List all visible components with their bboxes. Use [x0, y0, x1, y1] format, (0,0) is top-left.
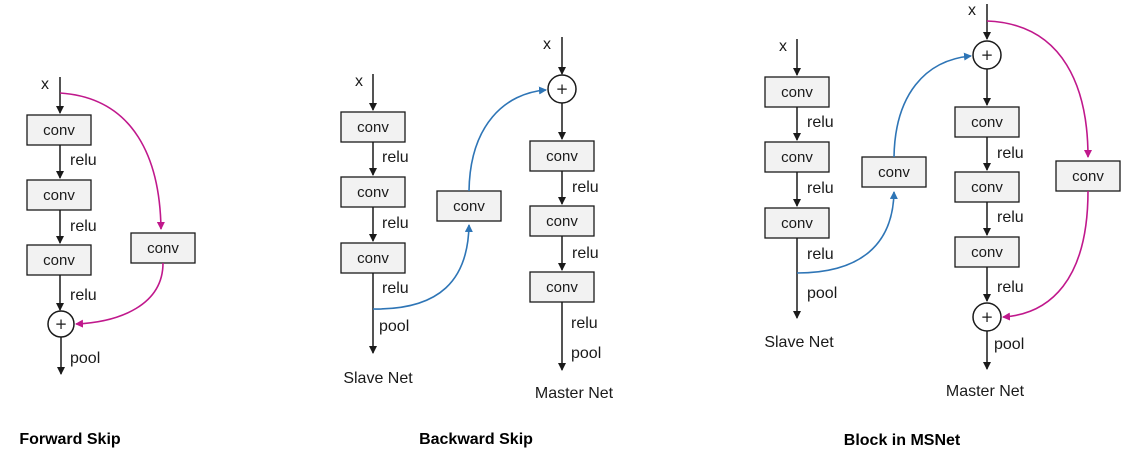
conv-label: conv — [971, 114, 1003, 131]
input-x-label: x — [968, 2, 976, 19]
conv-layer — [529, 205, 595, 237]
forward-skip-panel: x conv relu conv relu conv relu + pool c… — [19, 76, 196, 448]
conv-layer — [954, 106, 1020, 138]
panel-title: Forward Skip — [19, 431, 121, 448]
conv-label: conv — [546, 279, 578, 296]
pool-label: pool — [807, 285, 837, 302]
slave-net-caption: Slave Net — [764, 334, 834, 351]
master-net-caption: Master Net — [946, 383, 1025, 400]
master-net-caption: Master Net — [535, 385, 614, 402]
conv-label: conv — [357, 250, 389, 267]
relu-label: relu — [70, 152, 97, 169]
conv-label: conv — [878, 164, 910, 181]
pool-label: pool — [379, 318, 409, 335]
conv-layer — [954, 236, 1020, 268]
conv-label: conv — [147, 240, 179, 257]
relu-label: relu — [997, 145, 1024, 162]
forward-skip-arrow — [75, 262, 164, 328]
input-x-label: x — [355, 73, 363, 90]
conv-label: conv — [357, 119, 389, 136]
slave-net-caption: Slave Net — [343, 370, 413, 387]
plus-symbol: + — [981, 46, 994, 64]
pool-label: pool — [70, 350, 100, 367]
relu-label: relu — [70, 287, 97, 304]
conv-label: conv — [43, 252, 75, 269]
relu-label: relu — [70, 218, 97, 235]
conv-label: conv — [453, 198, 485, 215]
backward-skip-arrow — [893, 52, 972, 158]
conv-label: conv — [781, 215, 813, 232]
backward-skip-arrow — [468, 86, 547, 192]
relu-label: relu — [572, 245, 599, 262]
conv-layer — [340, 111, 406, 143]
relu-label: relu — [382, 215, 409, 232]
relu-label: relu — [571, 315, 598, 332]
conv-layer — [340, 242, 406, 274]
conv-layer — [26, 244, 92, 276]
conv-label: conv — [43, 187, 75, 204]
input-x-label: x — [41, 76, 49, 93]
msnet-block-panel: x conv relu conv relu conv relu pool Sla… — [764, 2, 1121, 449]
conv-label: conv — [546, 213, 578, 230]
skip-conv-layer — [1055, 160, 1121, 192]
conv-label: conv — [971, 179, 1003, 196]
backward-skip-panel: x conv relu conv relu conv relu pool Sla… — [340, 36, 614, 448]
conv-label: conv — [781, 84, 813, 101]
conv-layer — [529, 271, 595, 303]
forward-skip-arrow — [1002, 190, 1089, 321]
conv-layer — [26, 179, 92, 211]
panel-title: Backward Skip — [419, 431, 533, 448]
relu-label: relu — [382, 280, 409, 297]
plus-symbol: + — [556, 80, 569, 98]
conv-layer — [26, 114, 92, 146]
relu-label: relu — [572, 179, 599, 196]
relu-label: relu — [807, 114, 834, 131]
conv-label: conv — [971, 244, 1003, 261]
conv-label: conv — [43, 122, 75, 139]
input-x-label: x — [779, 38, 787, 55]
conv-label: conv — [781, 149, 813, 166]
forward-skip-arrow — [986, 20, 1092, 158]
pool-label: pool — [994, 336, 1024, 353]
relu-label: relu — [997, 279, 1024, 296]
conv-label: conv — [546, 148, 578, 165]
relu-label: relu — [382, 149, 409, 166]
plus-symbol: + — [981, 308, 994, 326]
panel-title: Block in MSNet — [844, 432, 961, 449]
input-x-label: x — [543, 36, 551, 53]
backward-skip-arrow — [796, 191, 898, 274]
relu-label: relu — [997, 209, 1024, 226]
backward-skip-arrow — [372, 224, 473, 310]
conv-label: conv — [357, 184, 389, 201]
skip-conv-layer — [436, 190, 502, 222]
relu-label: relu — [807, 180, 834, 197]
forward-skip-arrow — [59, 92, 165, 230]
plus-symbol: + — [55, 315, 68, 333]
pool-label: pool — [571, 345, 601, 362]
conv-layer — [764, 141, 830, 173]
conv-label: conv — [1072, 168, 1104, 185]
relu-label: relu — [807, 246, 834, 263]
